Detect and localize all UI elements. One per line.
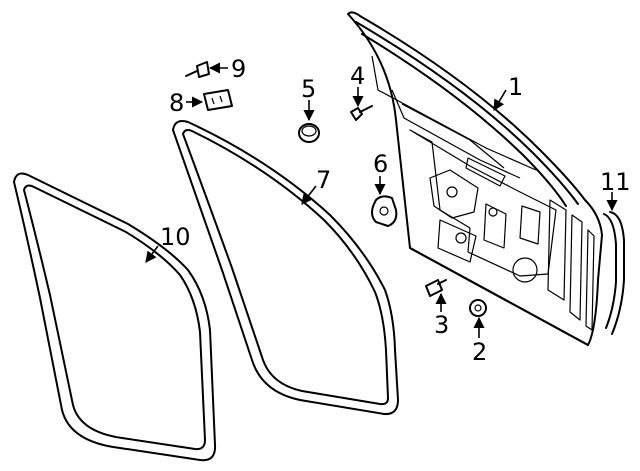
callout-3: 3	[434, 311, 449, 339]
seal-strip-11	[603, 211, 625, 335]
callout-11: 11	[600, 168, 631, 196]
callout-6: 6	[373, 150, 388, 178]
weatherstrip-10	[13, 172, 217, 462]
callout-4: 4	[350, 62, 365, 90]
bolt-3	[425, 279, 447, 297]
weatherstrip-7	[172, 120, 399, 416]
plug-5	[298, 123, 320, 143]
bolt-4	[350, 105, 373, 121]
callout-5: 5	[301, 75, 316, 103]
clip-8	[203, 89, 233, 111]
callout-10: 10	[160, 223, 191, 251]
callout-1: 1	[508, 73, 523, 101]
door-shell-1	[347, 11, 603, 346]
leader-lines	[145, 62, 618, 338]
callout-7: 7	[316, 166, 331, 194]
nut-2	[469, 299, 487, 317]
grommet-6	[371, 195, 398, 227]
screw-9	[185, 61, 210, 78]
callout-2: 2	[472, 338, 487, 366]
callout-8: 8	[169, 89, 184, 117]
callout-9: 9	[231, 55, 246, 83]
